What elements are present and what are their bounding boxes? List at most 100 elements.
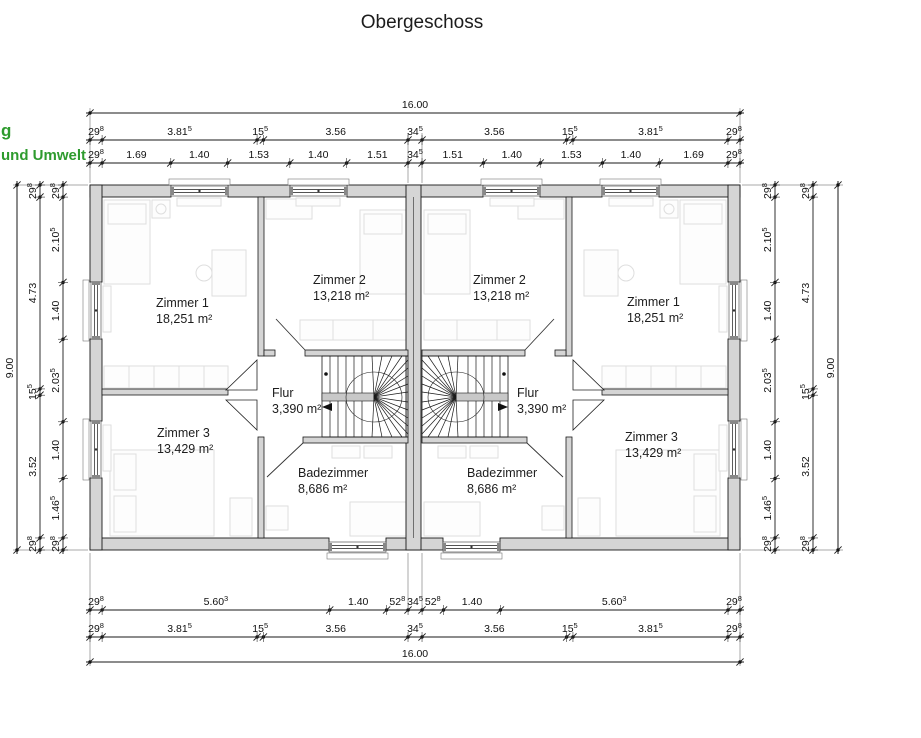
dim-label: 1.40 bbox=[348, 596, 369, 608]
stairs-right bbox=[421, 355, 509, 438]
dim-label: 4.73 bbox=[800, 283, 812, 304]
room-label-right-zimmer2: Zimmer 2 bbox=[473, 273, 526, 287]
dimension-total: 9.00 bbox=[825, 181, 842, 554]
dim-label: 16.00 bbox=[402, 648, 428, 660]
logo-fragment-1: g bbox=[1, 121, 12, 140]
room-area-left-flur: 3,390 m² bbox=[272, 402, 321, 416]
dim-label: 298 bbox=[798, 536, 812, 552]
dim-label: 345 bbox=[407, 147, 423, 161]
room-area-right-flur: 3,390 m² bbox=[517, 402, 566, 416]
dimension-total: 16.00 bbox=[86, 648, 744, 666]
logo-fragment-2: und Umwelt bbox=[1, 147, 86, 164]
dim-label: 1.40 bbox=[462, 596, 483, 608]
furniture bbox=[102, 197, 728, 537]
dim-label: 1.40 bbox=[621, 149, 642, 161]
interior-walls bbox=[101, 196, 729, 539]
room-area-left-bad: 8,686 m² bbox=[298, 482, 347, 496]
dim-label: 1.40 bbox=[50, 440, 62, 461]
dim-label: 298 bbox=[798, 183, 812, 199]
room-area-right-zimmer2: 13,218 m² bbox=[473, 289, 529, 303]
exterior-walls bbox=[89, 184, 741, 551]
room-area-left-zimmer1: 18,251 m² bbox=[156, 312, 212, 326]
dim-label: 1.40 bbox=[308, 149, 329, 161]
dim-label: 155 bbox=[252, 621, 268, 635]
dim-label: 3.56 bbox=[325, 126, 346, 138]
dim-label: 2.105 bbox=[48, 227, 62, 252]
dim-label: 345 bbox=[407, 621, 423, 635]
drawing-title: Obergeschoss bbox=[360, 12, 484, 33]
dim-label: 1.40 bbox=[502, 149, 523, 161]
room-label-right-zimmer3: Zimmer 3 bbox=[625, 430, 678, 444]
doors bbox=[225, 318, 605, 478]
dim-label: 298 bbox=[48, 536, 62, 552]
dim-label: 155 bbox=[562, 621, 578, 635]
dimension-total: 16.00 bbox=[86, 99, 744, 117]
dimension-column: 298 4.73 155 3.52 298 bbox=[798, 181, 818, 554]
room-label-left-zimmer2: Zimmer 2 bbox=[313, 273, 366, 287]
dim-label: 298 bbox=[25, 183, 39, 199]
dim-label: 298 bbox=[88, 621, 104, 635]
dim-label: 1.465 bbox=[760, 496, 774, 521]
dim-label: 528 bbox=[389, 594, 405, 608]
dim-label: 155 bbox=[252, 124, 268, 138]
dim-label: 155 bbox=[25, 384, 39, 400]
dim-label: 1.51 bbox=[442, 149, 463, 161]
room-label-left-flur: Flur bbox=[272, 386, 294, 400]
room-area-right-bad: 8,686 m² bbox=[467, 482, 516, 496]
stairs-left bbox=[321, 355, 409, 438]
room-label-right-bad: Badezimmer bbox=[467, 466, 537, 480]
dim-label: 298 bbox=[760, 183, 774, 199]
dim-label: 345 bbox=[407, 594, 423, 608]
dim-label: 3.815 bbox=[638, 124, 663, 138]
dim-label: 1.40 bbox=[189, 149, 210, 161]
room-label-right-flur: Flur bbox=[517, 386, 539, 400]
room-label-left-zimmer3: Zimmer 3 bbox=[157, 426, 210, 440]
dim-label: 298 bbox=[726, 621, 742, 635]
dim-label: 1.40 bbox=[50, 300, 62, 321]
dim-label: 3.52 bbox=[27, 456, 39, 477]
dim-label: 1.69 bbox=[126, 149, 147, 161]
dim-label: 3.815 bbox=[167, 124, 192, 138]
dim-label: 298 bbox=[726, 124, 742, 138]
dimension-row: 298 1.69 1.40 1.53 1.40 1.51 345 1.51 1.40 1.53 1.… bbox=[86, 147, 744, 168]
dim-label: 4.73 bbox=[27, 283, 39, 304]
dim-label: 1.53 bbox=[248, 149, 269, 161]
dim-label: 1.51 bbox=[367, 149, 388, 161]
dim-label: 3.56 bbox=[484, 126, 505, 138]
room-label-left-zimmer1: Zimmer 1 bbox=[156, 296, 209, 310]
room-area-left-zimmer3: 13,429 m² bbox=[157, 442, 213, 456]
dim-label: 5.603 bbox=[602, 594, 627, 608]
dim-label: 3.815 bbox=[167, 621, 192, 635]
dim-label: 1.40 bbox=[762, 300, 774, 321]
dim-label: 2.035 bbox=[48, 368, 62, 393]
dim-label: 298 bbox=[88, 594, 104, 608]
room-area-right-zimmer3: 13,429 m² bbox=[625, 446, 681, 460]
dim-label: 155 bbox=[798, 384, 812, 400]
dim-label: 3.56 bbox=[484, 623, 505, 635]
dim-label: 2.035 bbox=[760, 368, 774, 393]
room-label-right-zimmer1: Zimmer 1 bbox=[627, 295, 680, 309]
dim-label: 9.00 bbox=[4, 358, 16, 379]
dim-label: 298 bbox=[726, 147, 742, 161]
dim-label: 9.00 bbox=[825, 358, 837, 379]
dim-label: 2.105 bbox=[760, 227, 774, 252]
dim-label: 298 bbox=[48, 183, 62, 199]
witness-lines bbox=[13, 108, 843, 666]
room-label-left-bad: Badezimmer bbox=[298, 466, 368, 480]
dim-label: 1.69 bbox=[683, 149, 704, 161]
dim-label: 155 bbox=[562, 124, 578, 138]
dim-label: 1.53 bbox=[561, 149, 582, 161]
room-labels-right: Zimmer 1 18,251 m² Zimmer 2 13,218 m² Zimmer… bbox=[467, 273, 683, 496]
dim-label: 3.52 bbox=[800, 456, 812, 477]
room-area-right-zimmer1: 18,251 m² bbox=[627, 311, 683, 325]
windows bbox=[82, 178, 748, 560]
